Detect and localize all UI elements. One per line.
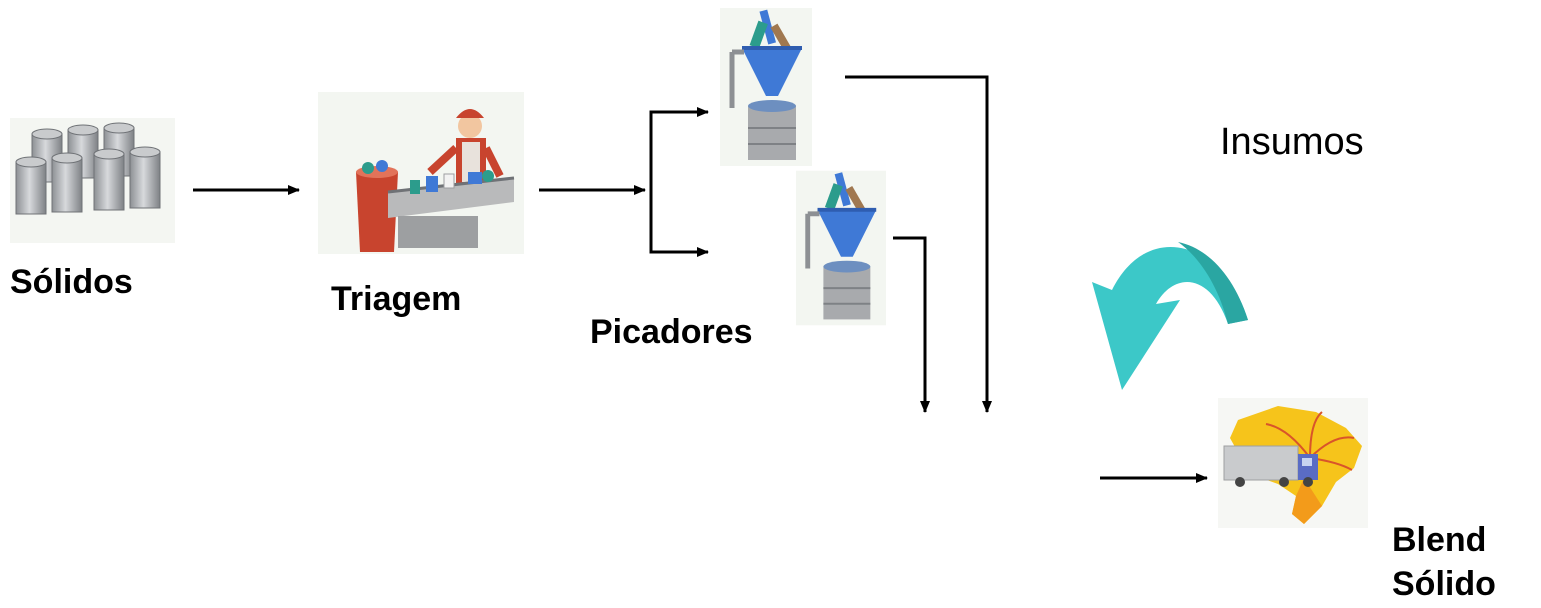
label-triagem: Triagem [331, 280, 462, 318]
arrow-picador1-out [845, 75, 992, 413]
arrow-branch-upper [649, 107, 709, 252]
label-solido: Sólido [1392, 565, 1496, 603]
arrow-picador2-out [893, 236, 930, 413]
arrow-branch-lower [649, 190, 709, 257]
label-blend: Blend [1392, 521, 1487, 559]
curved-cycle-arrow-icon [1092, 242, 1248, 390]
stacked-drums-icon [10, 118, 175, 243]
label-picadores: Picadores [590, 313, 753, 351]
brazil-map-truck-icon [1218, 398, 1368, 528]
shredder-hopper-icon [796, 170, 886, 326]
label-solidos: Sólidos [10, 263, 133, 301]
label-insumos: Insumos [1220, 121, 1364, 163]
shredder-hopper-icon [720, 8, 812, 166]
sorting-worker-icon [318, 92, 524, 254]
